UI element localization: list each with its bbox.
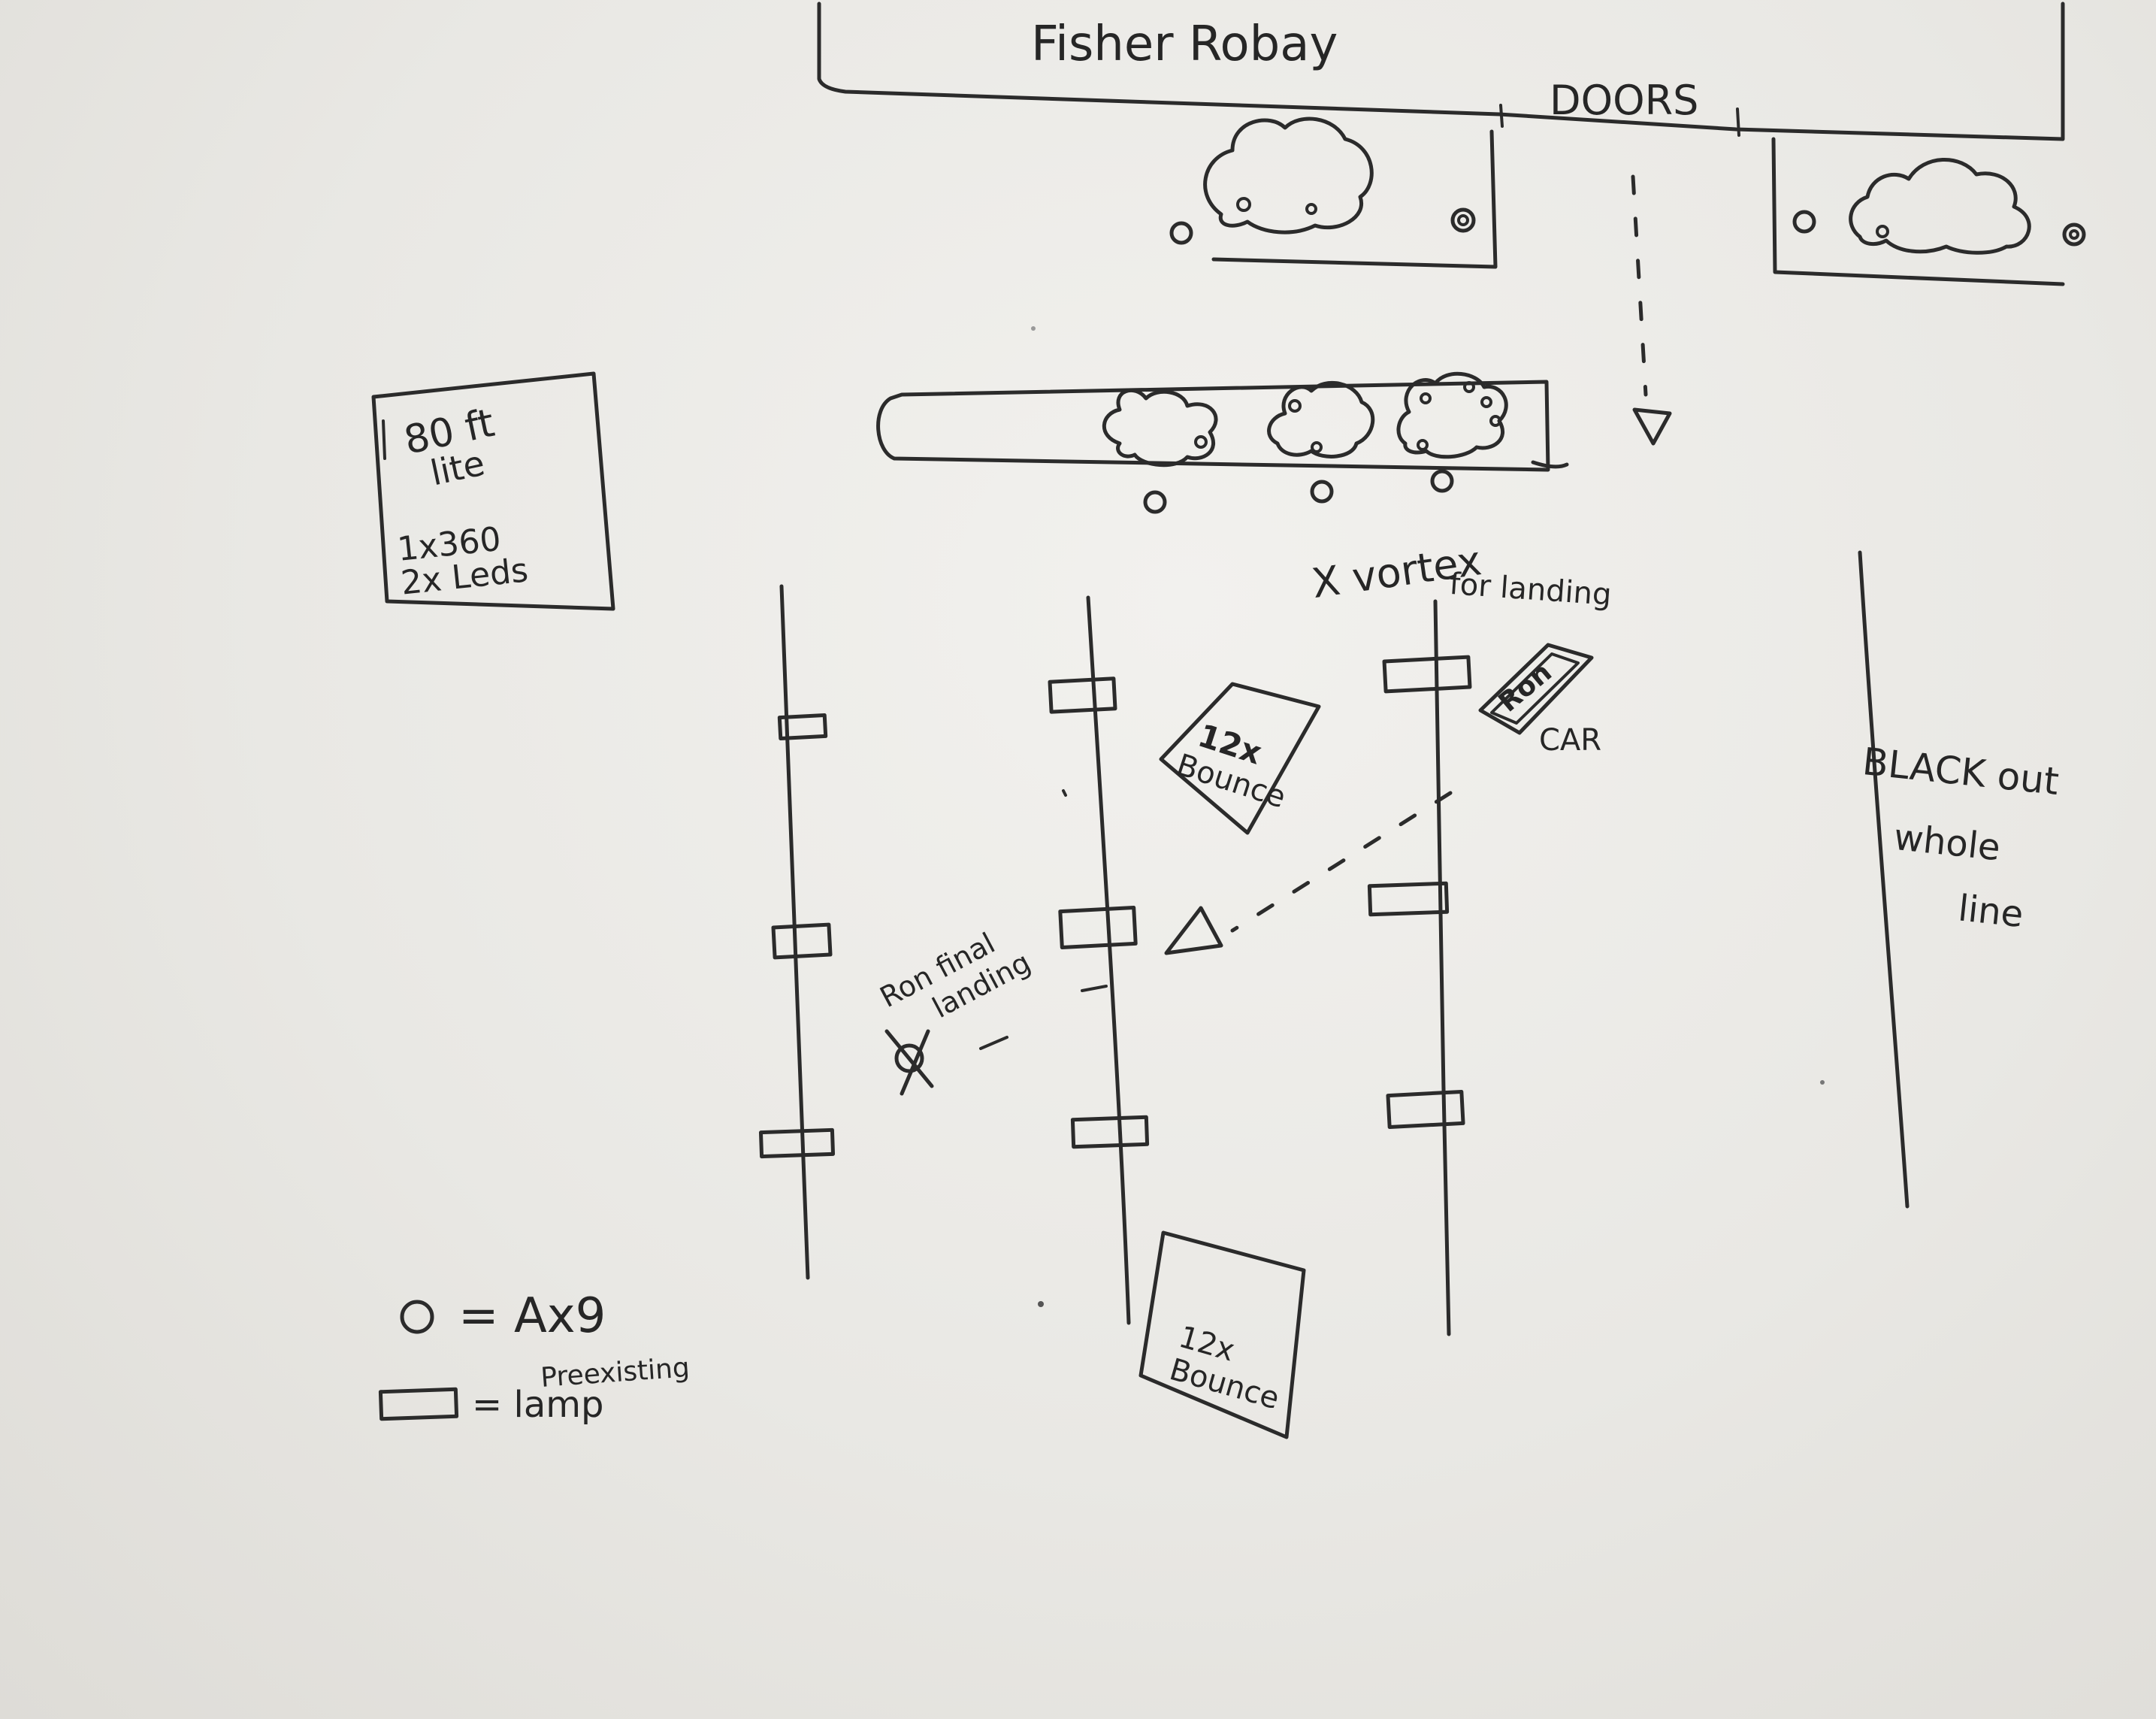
preexisting-lamp-icon [771,922,833,960]
legend-ax9-text: = Ax9 [458,1288,606,1344]
legend-lamp-superscript: Preexisting [540,1352,691,1394]
lamp-row-1 [758,584,836,1280]
ron-path-dashed-line [1230,791,1453,933]
camera-position-triangle-icon [1632,407,1672,446]
location-title: Fisher Robay [1031,17,1338,72]
blackout-line [1858,550,1910,1209]
doors-label: DOORS [1550,77,1698,124]
ron-car-label-car: CAR [1539,723,1601,758]
legend-lamp-text: = lamp [472,1384,603,1426]
right-planter [1771,137,2086,286]
center-planter [876,371,1569,514]
camera-move-dashed-line [1631,174,1648,397]
bounce-board-upper [1159,682,1321,835]
preexisting-lamp-icon [1367,881,1450,917]
lamp-row-3 [1367,599,1472,1336]
blackout-label-line1: BLACK out [1861,740,2061,804]
building-outline [817,2,2065,141]
ax9-light-icon [1430,469,1454,493]
ax9-light-icon [1169,221,1193,245]
lite-box [371,371,615,611]
ax9-light-icon [2062,222,2086,247]
ron-final-landing-mark [884,1029,1008,1096]
preexisting-lamp-icon [1058,905,1138,950]
left-planter [1169,117,1498,269]
vortex-label-line2: for landing [1448,567,1613,613]
camera-position-triangle-icon [1164,906,1223,955]
preexisting-lamp-icon [758,1127,836,1159]
blackout-label-line2: whole [1891,816,2002,870]
preexisting-lamp-icon [1382,655,1472,694]
preexisting-lamp-icon [777,713,828,741]
ron-car [1478,643,1594,735]
ax9-light-icon [1792,210,1816,234]
ax9-light-icon [1143,490,1167,514]
preexisting-lamp-icon [1048,676,1117,714]
legend-ax9-icon [400,1300,434,1334]
preexisting-lamp-icon [1386,1089,1465,1130]
preexisting-lamp-icon [1070,1115,1150,1149]
ax9-light-icon [1310,480,1334,504]
bounce-board-lower [1138,1230,1306,1439]
lamp-row-2 [1048,595,1150,1325]
legend-lamp-icon [378,1387,459,1421]
ax9-light-icon [1450,207,1476,233]
blackout-label-line3: line [1956,887,2025,936]
